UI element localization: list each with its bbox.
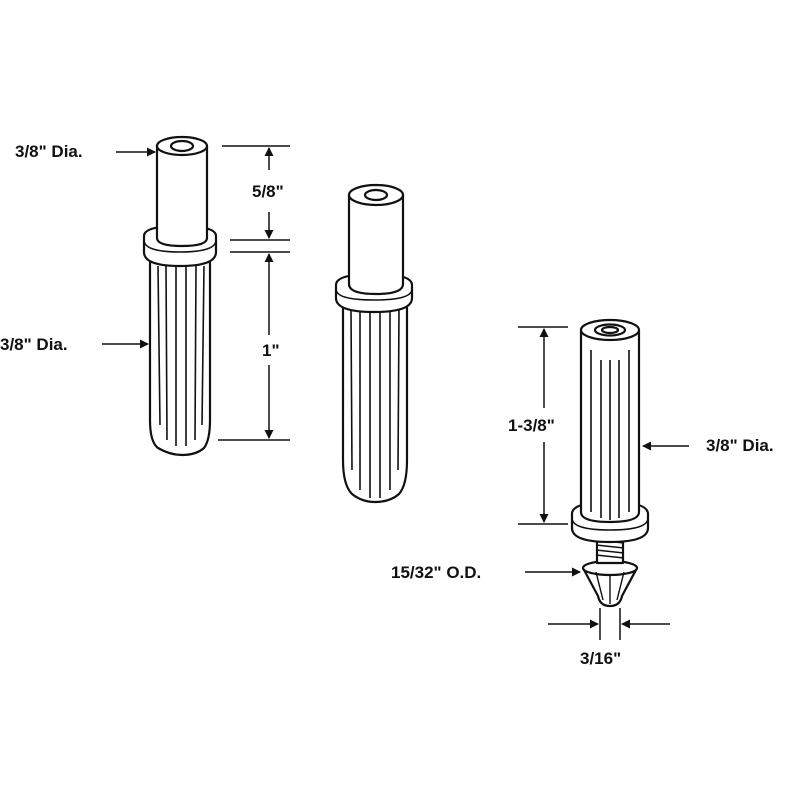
pin-right: [570, 318, 650, 608]
tip-outer-diameter-label: 15/32" O.D.: [391, 563, 482, 582]
pin-right-length-label: 1-3/8": [508, 416, 555, 435]
pin-left-top-diameter-label: 3/8" Dia.: [15, 142, 83, 161]
pin-middle: [334, 183, 414, 504]
tip-width-label: 3/16": [580, 649, 622, 668]
dimension-lines: [102, 145, 689, 640]
pin-left-body-diameter-label: 3/8" Dia.: [0, 335, 68, 354]
pin-left-body-length-label: 1": [262, 341, 280, 360]
pin-left: [142, 135, 218, 457]
pin-right-diameter-label: 3/8" Dia.: [706, 436, 774, 455]
pin-left-top-length-label: 5/8": [252, 182, 284, 201]
